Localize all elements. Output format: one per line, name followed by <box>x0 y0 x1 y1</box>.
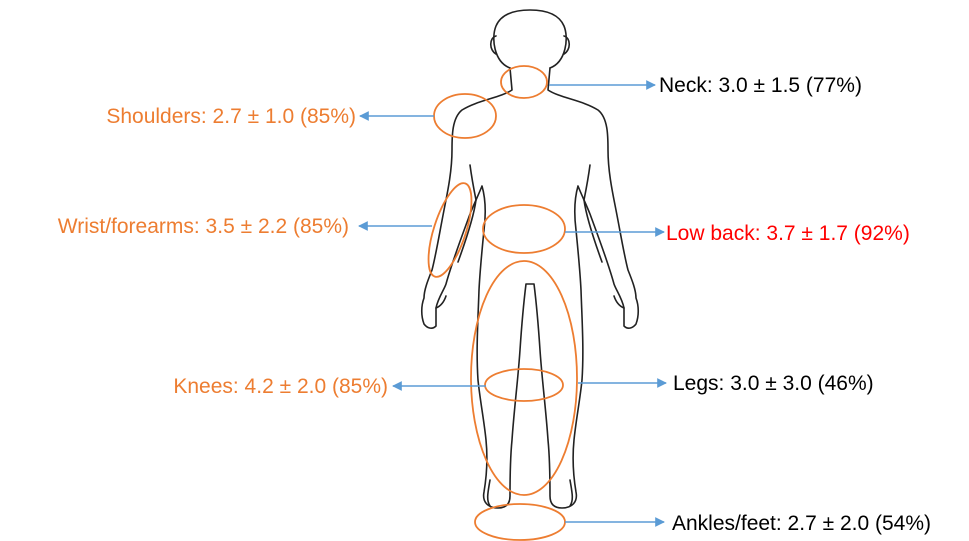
lowback-label: Low back: 3.7 ± 1.7 (92%) <box>666 222 910 245</box>
shoulder-region <box>434 94 496 138</box>
wrist-label: Wrist/forearms: 3.5 ± 2.2 (85%) <box>58 215 349 238</box>
knee-region <box>485 369 563 401</box>
body-silhouette <box>422 68 639 508</box>
neck-region <box>501 66 547 98</box>
ankles-label: Ankles/feet: 2.7 ± 2.0 (54%) <box>672 512 931 535</box>
head-outline <box>494 10 566 68</box>
left-foot-detail <box>488 480 490 506</box>
neck-label: Neck: 3.0 ± 1.5 (77%) <box>659 74 862 97</box>
right-foot-detail <box>570 480 572 506</box>
knees-label: Knees: 4.2 ± 2.0 (85%) <box>173 375 388 398</box>
forearm-region <box>420 178 481 281</box>
right-inner-arm <box>584 165 602 262</box>
legs-label: Legs: 3.0 ± 3.0 (46%) <box>673 372 874 395</box>
shoulders-label: Shoulders: 2.7 ± 1.0 (85%) <box>106 105 356 128</box>
low-back-region <box>483 205 565 253</box>
ankle-region <box>475 504 565 540</box>
